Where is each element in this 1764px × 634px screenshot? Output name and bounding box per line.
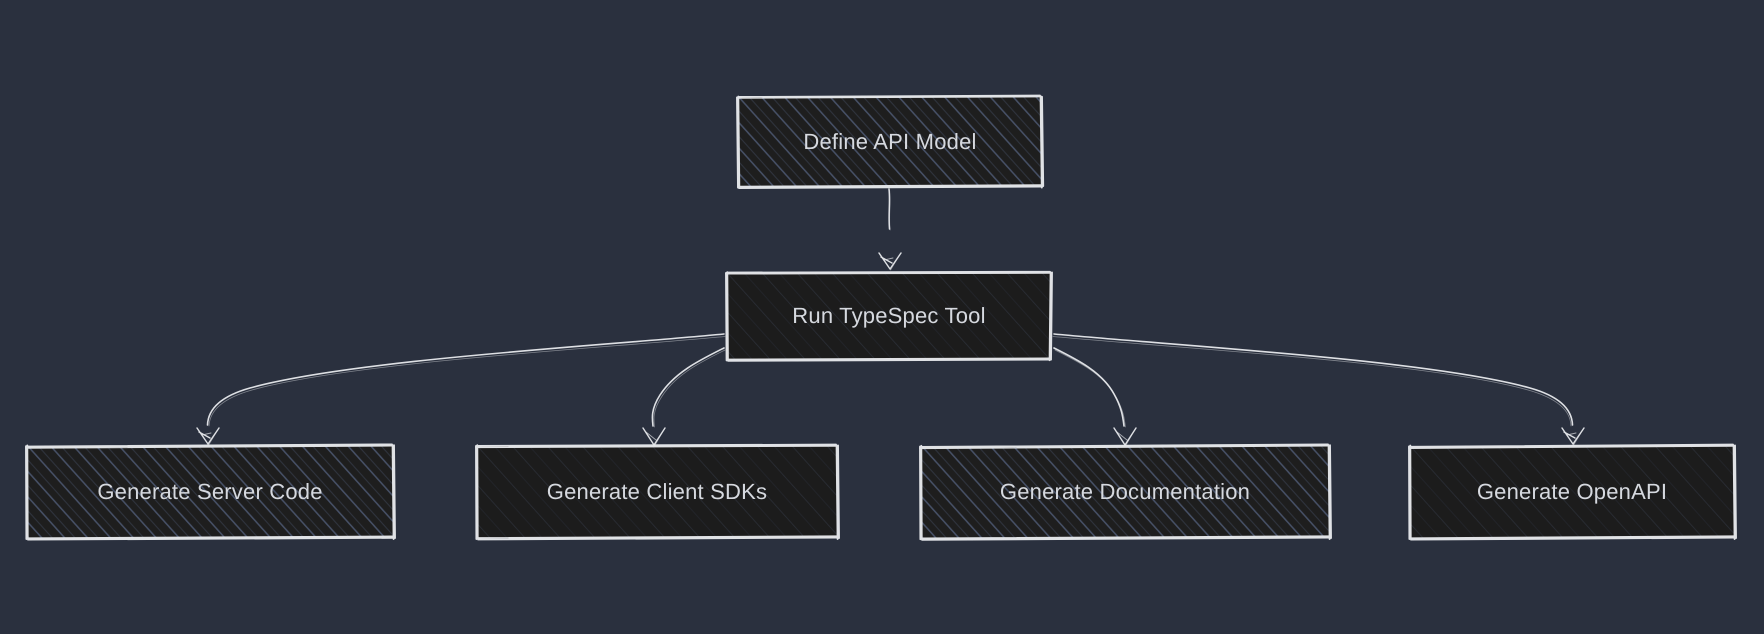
node-label-generate-openapi: Generate OpenAPI (1476, 479, 1668, 504)
node-label-generate-client-sdks: Generate Client SDKs (546, 479, 768, 504)
node-label-define-api-model: Define API Model (803, 128, 977, 154)
node-shape-run-typespec-tool (725, 270, 1053, 362)
node-shape-generate-server-code (25, 443, 396, 541)
node-run-typespec-tool[interactable]: Run TypeSpec Tool (724, 270, 1054, 362)
node-shape-generate-openapi (1408, 443, 1737, 541)
edge-run-to-docs (1053, 347, 1137, 447)
node-shape-define-api-model (736, 94, 1045, 189)
node-define-api-model[interactable]: Define API Model (735, 94, 1045, 189)
node-generate-openapi[interactable]: Generate OpenAPI (1407, 443, 1737, 541)
node-label-generate-documentation: Generate Documentation (999, 479, 1251, 504)
node-generate-server-code[interactable]: Generate Server Code (24, 443, 396, 541)
node-label-run-typespec-tool: Run TypeSpec Tool (792, 303, 986, 328)
node-label-generate-server-code: Generate Server Code (97, 479, 323, 504)
node-generate-client-sdks[interactable]: Generate Client SDKs (474, 443, 840, 541)
node-shape-generate-client-sdks (475, 443, 840, 541)
edge-run-to-sdks (642, 347, 726, 447)
node-generate-documentation[interactable]: Generate Documentation (918, 443, 1332, 541)
edge-define-to-run (878, 188, 902, 271)
node-shape-generate-documentation (919, 443, 1332, 541)
edge-run-to-server (196, 333, 726, 446)
edge-run-to-openapi (1052, 333, 1585, 446)
